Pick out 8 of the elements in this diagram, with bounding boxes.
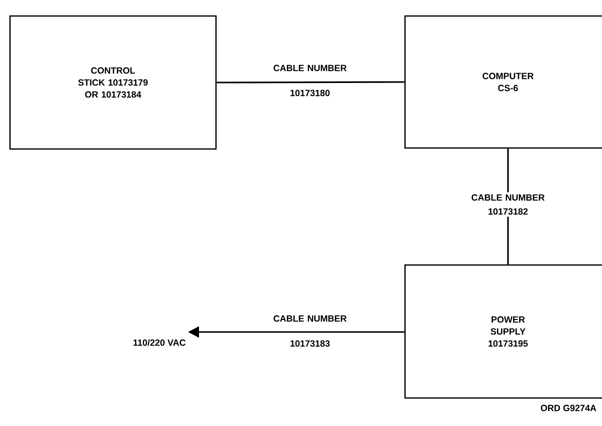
cable-label: CABLE NUMBER 10173180 — [274, 64, 347, 96]
supply-label: 110/220 VAC — [134, 339, 186, 346]
unit-box: POWER SUPPLY 10173195 — [404, 264, 602, 399]
unit-box: CONTROL STICK 10173179 OR 10173184 — [9, 15, 217, 150]
cable-label: CABLE NUMBER 10173183 — [274, 315, 347, 347]
cable-label: CABLE NUMBER 10173182 — [466, 192, 550, 217]
unit-box: COMPUTER CS-6 — [404, 15, 602, 149]
cable-line — [216, 81, 404, 84]
